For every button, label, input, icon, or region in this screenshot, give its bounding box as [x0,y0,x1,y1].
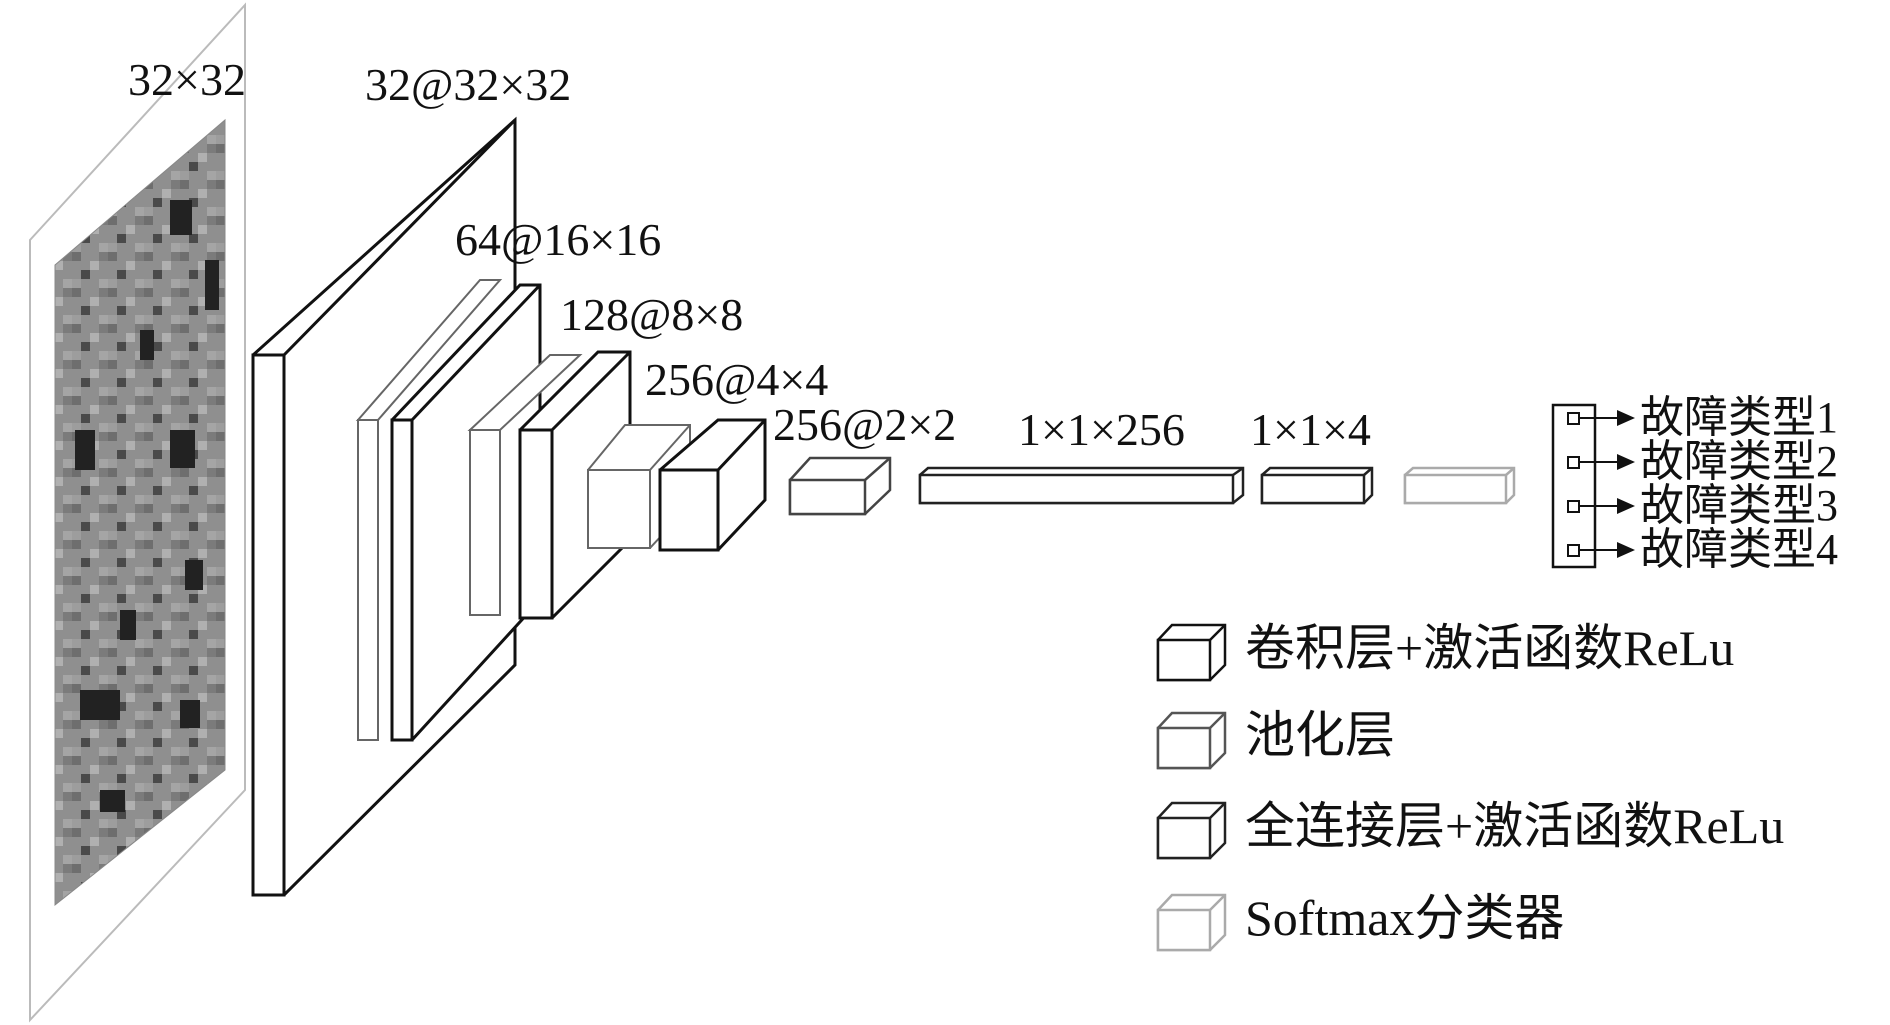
legend-fc-label: 全连接层+激活函数ReLu [1245,798,1784,854]
block3-pool [467,354,583,616]
legend-pool-label: 池化层 [1245,707,1395,763]
output-label-1: 故障类型1 [1640,393,1838,442]
legend-softmax-label: Softmax分类器 [1245,890,1564,946]
fc1-block [918,466,1245,505]
input-size-label: 32×32 [128,54,246,105]
softmax-block [1403,466,1516,505]
output-label-4: 故障类型4 [1640,525,1838,574]
fc1-label: 1×1×256 [1018,404,1185,455]
block3-label: 128@8×8 [560,289,743,340]
input-image: 32×32 [29,2,246,1023]
block4-label: 256@4×4 [645,354,828,405]
block4-pool [587,424,691,549]
legend: 卷积层+激活函数ReLu 池化层 全连接层+激活函数ReLu Softmax分类… [1156,620,1784,952]
output-label-2: 故障类型2 [1640,437,1838,486]
fc2-block [1260,466,1374,505]
block2-label: 64@16×16 [455,214,661,265]
legend-pool-icon [1156,711,1227,770]
fc2-label: 1×1×4 [1250,404,1371,455]
legend-fc-icon [1156,801,1227,860]
output-node-box [1551,403,1635,569]
block4-conv [658,418,767,552]
legend-conv-icon [1156,623,1227,682]
legend-conv-label: 卷积层+激活函数ReLu [1245,620,1734,676]
pool4-block [788,456,892,516]
conv1-label: 32@32×32 [365,59,571,110]
output-label-3: 故障类型3 [1640,481,1838,530]
legend-softmax-icon [1156,893,1227,952]
block2-pool [355,279,503,741]
pool4-label: 256@2×2 [773,399,956,450]
